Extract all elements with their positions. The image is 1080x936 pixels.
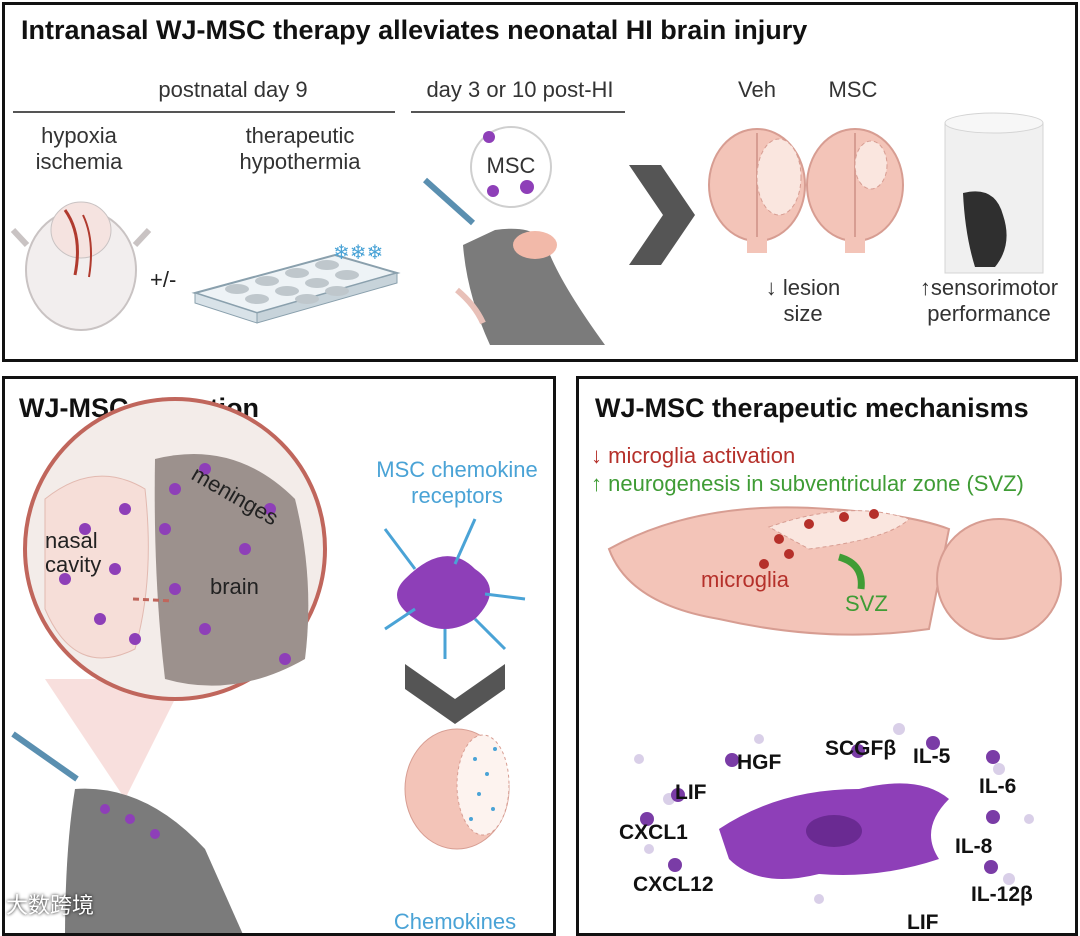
pnd-label: postnatal day 9	[158, 77, 308, 102]
chevron-down-icon	[405, 664, 505, 724]
migration-panel: WJ-MSC migration	[2, 376, 556, 936]
plusminus-label: +/-	[150, 267, 177, 292]
factor-cxcl1: CXCL1	[619, 821, 688, 844]
hypothermia-plate: ❄❄❄	[191, 240, 401, 324]
watermark: 大数跨境	[6, 894, 95, 919]
microglia-label: microglia	[701, 567, 790, 592]
migration-title: WJ-MSC migration	[19, 393, 259, 423]
neurogenesis-label: ↑ neurogenesis in subventricular zone (S…	[591, 471, 1024, 496]
factor-scgfb: SCGFβ	[825, 737, 897, 760]
pup	[10, 201, 152, 331]
factor-lif-2: LIF	[907, 911, 939, 934]
sagittal-brain	[607, 506, 1062, 640]
day-label: day 3 or 10 post-HI	[426, 77, 614, 102]
svz-label: SVZ	[845, 591, 888, 616]
msc-label: MSC	[828, 77, 878, 102]
day-rule	[411, 111, 625, 113]
factor-cxcl12: CXCL12	[633, 873, 714, 896]
factor-lif: LIF	[675, 781, 707, 804]
meninges-label: meninges	[187, 461, 283, 531]
top-title: Intranasal WJ-MSC therapy alleviates neo…	[21, 15, 808, 45]
factor-hgf: HGF	[737, 751, 782, 774]
veh-label: Veh	[738, 77, 776, 102]
mouse-intranasal	[422, 177, 605, 345]
brain-receptors	[404, 728, 510, 850]
svg-text:❄❄❄: ❄❄❄	[333, 240, 383, 264]
chevron-right-icon	[629, 165, 695, 265]
zoom-cone	[45, 679, 185, 799]
brain-veh	[708, 128, 806, 253]
msc-bubble-label: MSC	[486, 153, 536, 178]
brain-label: brain	[210, 574, 259, 599]
mechanisms-panel: WJ-MSC therapeutic mechanisms ↓ microgli…	[576, 376, 1078, 936]
factor-il12b: IL-12β	[971, 883, 1033, 906]
factor-il6: IL-6	[979, 775, 1017, 798]
mechanisms-title: WJ-MSC therapeutic mechanisms	[595, 393, 1029, 423]
pnd-rule	[13, 111, 395, 113]
factor-il8: IL-8	[955, 835, 993, 858]
top-panel: Intranasal WJ-MSC therapy alleviates neo…	[2, 2, 1078, 362]
factor-il5: IL-5	[913, 745, 951, 768]
cylinder-test	[944, 112, 1044, 274]
brain-msc	[806, 128, 904, 253]
chemokines-label: Chemokines	[393, 909, 517, 934]
microglia-activation-label: ↓ microglia activation	[591, 443, 796, 468]
receptor-cell	[383, 518, 526, 659]
